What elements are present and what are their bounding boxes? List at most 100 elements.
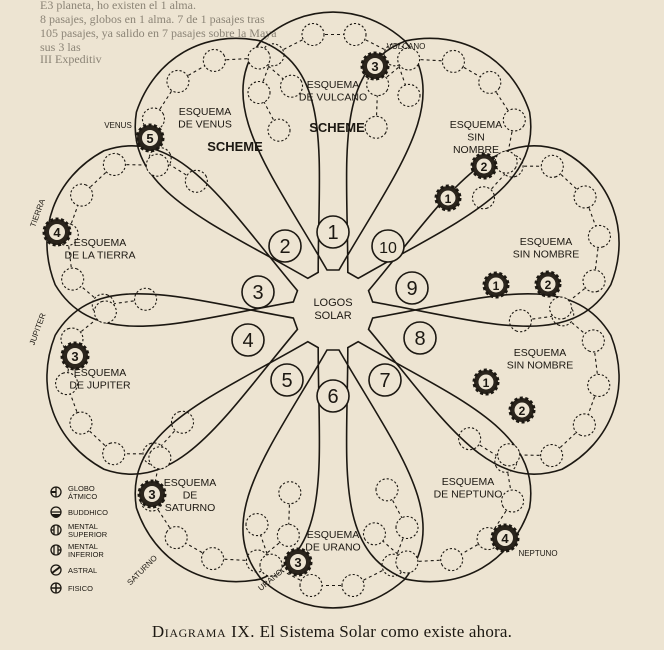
scheme-outline (46, 292, 299, 475)
scheme-number: 3 (252, 282, 263, 304)
scheme-number: 5 (281, 370, 292, 392)
scheme-number: 2 (279, 236, 290, 258)
planet-name: TIERRA (28, 197, 47, 228)
scheme-outline (367, 145, 620, 328)
inner-globe: 1 (472, 368, 500, 396)
globe (397, 47, 421, 71)
scheme-10 (345, 37, 532, 280)
planet-globe: 4 (42, 217, 72, 247)
cropped-text-line: 8 pasajes, globos en 1 alma. 7 de 1 pasa… (40, 12, 265, 26)
scheme-1 (242, 11, 424, 271)
planet-name: VENUS (104, 121, 132, 130)
planet-globe: 3 (360, 51, 390, 81)
caption-lead: Diagrama IX. (151, 622, 256, 641)
scheme-number-circle (270, 363, 304, 397)
planet-name: SATURNO (125, 553, 159, 587)
scheme-outline (134, 37, 321, 280)
globe (267, 118, 291, 142)
globe (501, 489, 525, 513)
caption-text: El Sistema Solar como existe ahora. (259, 622, 513, 641)
scheme-number: 1 (327, 222, 338, 244)
planet-globe: 4 (490, 523, 520, 553)
planet-number: 3 (294, 555, 301, 570)
scheme-number-circle (316, 215, 350, 249)
globe (202, 48, 226, 72)
globe (166, 69, 190, 93)
planet-number: 4 (501, 531, 509, 546)
globe (549, 296, 573, 320)
cropped-text-line: sus 3 las (40, 40, 81, 54)
cropped-top-text: E3 planeta, ho existen el 1 alma.8 pasaj… (0, 0, 664, 66)
diagram-caption: Diagrama IX. El Sistema Solar como exist… (0, 622, 664, 642)
globe (170, 410, 195, 434)
scheme-subtitle: SCHEME (309, 120, 365, 135)
inner-globe: 2 (470, 152, 498, 180)
globe (572, 413, 596, 437)
globe (61, 267, 85, 291)
scheme-number-circle (368, 363, 402, 397)
planet-name: JUPITER (28, 312, 48, 347)
globe (259, 553, 283, 577)
scheme-outline (242, 349, 424, 609)
lower-mental-globe-icon (50, 544, 62, 556)
inner-globe-number: 1 (493, 279, 500, 293)
globe (508, 309, 532, 333)
globe (478, 70, 502, 94)
scheme-number: 4 (242, 330, 253, 352)
globe (397, 83, 421, 107)
scheme-outline (367, 292, 620, 475)
globe (278, 481, 302, 505)
scheme-number: 7 (379, 370, 390, 392)
globe (102, 152, 126, 177)
globe (69, 411, 93, 435)
globe (587, 373, 611, 397)
inner-globe: 1 (434, 184, 462, 212)
scheme-petals (46, 11, 620, 609)
scheme-outline (134, 340, 321, 583)
globe (247, 46, 271, 70)
globe (582, 269, 606, 293)
higher-mental-globe-icon (50, 524, 62, 536)
logos-center (295, 272, 371, 348)
inner-globe: 2 (534, 270, 562, 298)
planet-name: NEPTUNO (518, 549, 557, 558)
planet-globe: 3 (137, 479, 167, 509)
planet-globe: 3 (60, 341, 90, 371)
planet-number: 3 (148, 487, 155, 502)
scheme-subtitle: SCHEME (207, 139, 263, 154)
scheme-number: 9 (406, 278, 417, 300)
planet-globe: 5 (135, 123, 165, 153)
globe (362, 522, 387, 546)
globe (440, 548, 464, 572)
globe (458, 427, 482, 451)
globe (134, 287, 158, 311)
globe (148, 446, 172, 470)
atmic-globe-icon (50, 486, 62, 498)
inner-globe: 2 (508, 396, 536, 424)
globe (587, 224, 611, 248)
scheme-outline (345, 37, 532, 280)
globe (375, 478, 399, 502)
planet-name: VULCANO (387, 42, 426, 51)
globe (364, 115, 388, 139)
scheme-6 (242, 349, 424, 609)
globe (201, 547, 225, 571)
cropped-text-line: E3 planeta, ho existen el 1 alma. (40, 0, 196, 12)
scheme-outline (345, 340, 532, 583)
scheme-8 (367, 292, 620, 475)
globe (102, 442, 126, 466)
globe (494, 150, 518, 174)
planet-number: 4 (53, 225, 61, 240)
scheme-number: 8 (414, 328, 425, 350)
globe (540, 154, 564, 178)
inner-globe-number: 1 (445, 192, 452, 206)
globe (93, 300, 117, 324)
